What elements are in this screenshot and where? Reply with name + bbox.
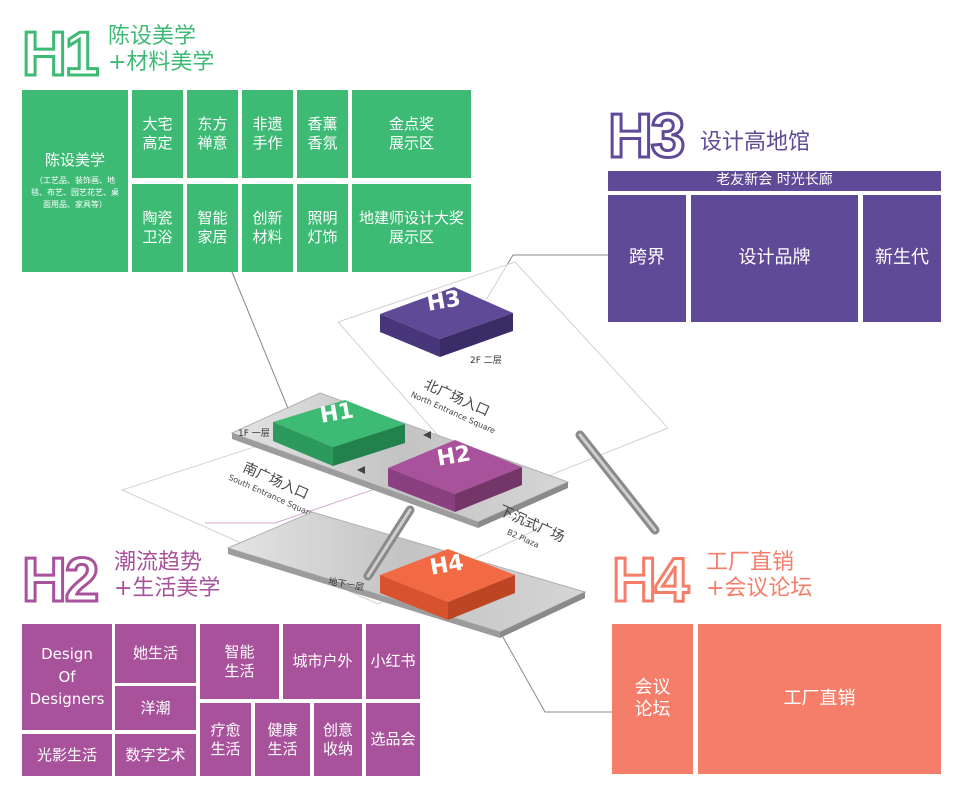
h3-block-left — [380, 314, 440, 357]
h3-block-top — [380, 287, 513, 339]
h3-block-label: H3 — [425, 286, 463, 316]
h1-cell-feiyi: 非遗手作 — [242, 90, 293, 178]
h1-cell-xiangxun: 香薰香氛 — [297, 90, 348, 178]
h4-title-line1: 工厂直销 — [706, 550, 795, 575]
h3-code: H3 — [606, 102, 686, 171]
h4-cell-conference-forum: 会议论坛 — [612, 624, 693, 774]
h1-cell-design-award: 地建师设计大奖展示区 — [352, 184, 471, 272]
h4-block-label: H4 — [428, 550, 466, 580]
h3-header: H3 设计高地馆 — [606, 104, 938, 169]
h1-main-note: （工艺品、装饰画、地毯、布艺、园艺花艺、桌面用品、家具等） — [31, 176, 119, 210]
h1-title-line1: 陈设美学 — [108, 24, 197, 49]
h1-header: H1 陈设美学 +材料美学 — [20, 22, 322, 87]
h3-block-right — [440, 313, 513, 357]
h2-title-line1: 潮流趋势 — [114, 550, 203, 575]
h2-block-left — [388, 468, 455, 512]
h2-title-line2: +生活美学 — [114, 576, 221, 602]
h4-cell-factory-outlet: 工厂直销 — [698, 624, 941, 774]
h2-cell-her-life: 她生活 — [115, 624, 196, 683]
h3-cell-crossover: 跨界 — [608, 195, 686, 322]
h1-cell-golden-award: 金点奖展示区 — [352, 90, 471, 178]
h2-cell-smart-life: 智能生活 — [200, 624, 279, 699]
h2-cell-design-of-designers: Design Of Designers — [22, 624, 112, 730]
floor-2f-label: 2F 二层 — [470, 355, 502, 366]
h2-block-right — [455, 467, 522, 512]
h3-cell-design-brand: 设计品牌 — [691, 195, 858, 322]
h4-block-top — [380, 549, 515, 602]
h3-cell-new-generation: 新生代 — [863, 195, 941, 322]
h3-banner: 老友新会 时光长廊 — [608, 171, 941, 191]
h1-cell-smart-home: 智能家居 — [187, 184, 238, 272]
h1-block-label: H1 — [318, 398, 356, 428]
h2-cell-creative-storage: 创意收纳 — [314, 703, 362, 776]
h1-title-line2: +材料美学 — [108, 50, 215, 76]
h4-title-line2: +会议论坛 — [706, 576, 813, 602]
h1-cell-dazhai: 大宅高定 — [132, 90, 183, 178]
h4-block-left — [380, 575, 448, 620]
h4-block-right — [448, 575, 515, 620]
h4-code: H4 — [610, 546, 690, 615]
h2-code: H2 — [20, 546, 100, 615]
h4-title: 工厂直销 +会议论坛 — [706, 550, 812, 603]
h2-cell-urban-outdoor: 城市户外 — [283, 624, 362, 699]
h4-header: H4 工厂直销 +会议论坛 — [610, 548, 942, 613]
h2-title: 潮流趋势 +生活美学 — [114, 550, 220, 603]
h1-code: H1 — [20, 20, 100, 89]
h1-cell-ceramics: 陶瓷卫浴 — [132, 184, 183, 272]
h1-block-right — [333, 424, 405, 466]
h1-block-top — [273, 400, 405, 447]
h2-cell-health-life: 健康生活 — [255, 703, 310, 776]
h1-cell-new-material: 创新材料 — [242, 184, 293, 272]
floor-1f-label: 1F 一层 — [238, 428, 270, 439]
h1-main-title: 陈设美学 — [44, 150, 105, 169]
h2-cell-light-life: 光影生活 — [22, 734, 112, 776]
h2-cell-healing-life: 疗愈生活 — [200, 703, 251, 776]
h4-connector-line — [484, 604, 612, 713]
h2-block-label: H2 — [435, 441, 473, 471]
h2-cell-trend: 洋潮 — [115, 686, 196, 730]
h1-block-left — [273, 422, 333, 466]
h3-title: 设计高地馆 — [700, 130, 811, 155]
h2-cell-digital-art: 数字艺术 — [115, 734, 196, 776]
h1-cell-lighting: 照明灯饰 — [297, 184, 348, 272]
h1-title: 陈设美学 +材料美学 — [108, 24, 214, 77]
h2-cell-xiaohongshu: 小红书 — [366, 624, 420, 699]
h1-cell-dongfang: 东方禅意 — [187, 90, 238, 178]
h1-main-cell: 陈设美学 （工艺品、装饰画、地毯、布艺、园艺花艺、桌面用品、家具等） — [22, 90, 128, 272]
h2-header: H2 潮流趋势 +生活美学 — [20, 548, 342, 613]
h2-cell-selection-fair: 选品会 — [366, 703, 420, 776]
h1-connector-line — [231, 271, 293, 419]
